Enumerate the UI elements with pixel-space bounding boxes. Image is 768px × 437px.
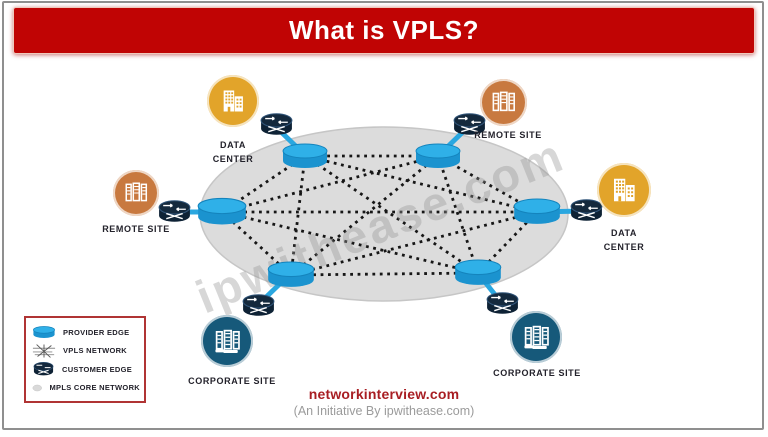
site-label: REMOTE SITE xyxy=(474,130,542,140)
provider-edge-node xyxy=(196,197,248,232)
provider-edge-node xyxy=(414,143,462,175)
customer-edge-node xyxy=(484,291,521,321)
site-label: CORPORATE SITE xyxy=(188,376,276,386)
server-rack-icon xyxy=(214,329,240,353)
provider-edge-icon xyxy=(454,259,502,285)
customer-edge-node xyxy=(568,198,605,228)
provider-edge-icon xyxy=(415,143,461,168)
customer-edge-node xyxy=(240,293,277,323)
site-label: REMOTE SITE xyxy=(102,224,170,234)
provider-edge-icon xyxy=(282,143,328,168)
customer-edge-icon xyxy=(242,294,275,316)
customer-edge-icon xyxy=(260,113,293,135)
legend-box: PROVIDER EDGE VPLS NETWORK CUSTOMER EDGE… xyxy=(24,316,146,403)
vpls-network-icon xyxy=(32,343,56,358)
site-label: DATA CENTER xyxy=(603,228,645,252)
site-label: CORPORATE SITE xyxy=(493,368,581,378)
provider-edge-icon xyxy=(33,325,55,338)
server-rack-icon xyxy=(523,325,549,349)
provider-edge-icon xyxy=(267,261,315,287)
customer-edge-node xyxy=(451,112,488,142)
provider-edge-node xyxy=(453,259,503,292)
legend-label: CUSTOMER EDGE xyxy=(62,364,133,374)
customer-edge-icon xyxy=(570,199,603,221)
site-label: DATA CENTER xyxy=(212,140,254,164)
site-corporate-site-right xyxy=(510,311,562,363)
mpls-core-network-icon xyxy=(32,384,42,391)
customer-edge-node xyxy=(258,112,295,142)
legend-item-customer-edge: CUSTOMER EDGE xyxy=(32,360,140,379)
customer-edge-icon xyxy=(158,200,191,222)
footer: networkinterview.com (An Initiative By i… xyxy=(214,386,554,418)
customer-edge-icon xyxy=(486,292,519,314)
site-corporate-site-left xyxy=(201,315,253,367)
legend-item-provider-edge: PROVIDER EDGE xyxy=(32,323,140,342)
provider-edge-icon xyxy=(197,197,247,225)
legend-label: VPLS NETWORK xyxy=(63,346,128,356)
legend-label: MPLS CORE NETWORK xyxy=(49,383,140,393)
building-icon xyxy=(614,178,635,202)
customer-edge-icon xyxy=(453,113,486,135)
legend-item-vpls-network: VPLS NETWORK xyxy=(32,342,140,361)
building-icon xyxy=(223,90,243,112)
provider-edge-node xyxy=(281,143,329,175)
site-data-center-top xyxy=(207,75,259,127)
server-rack-icon xyxy=(492,91,515,112)
provider-edge-icon xyxy=(513,198,561,224)
customer-edge-node xyxy=(156,199,193,229)
legend-item-mpls-core: MPLS CORE NETWORK xyxy=(32,379,140,398)
legend-label: PROVIDER EDGE xyxy=(63,327,130,337)
footer-site-name: networkinterview.com xyxy=(308,386,460,402)
page-title: What is VPLS? xyxy=(289,15,479,45)
site-remote-site-top xyxy=(480,79,527,126)
site-data-center-right xyxy=(597,163,651,217)
provider-edge-node xyxy=(512,198,562,231)
footer-tagline: (An Initiative By ipwithease.com) xyxy=(293,404,475,418)
site-remote-site-left xyxy=(113,170,159,216)
server-rack-icon xyxy=(125,182,148,202)
vpls-full-mesh-links xyxy=(221,154,539,277)
customer-edge-icon xyxy=(33,362,54,376)
title-banner: What is VPLS? xyxy=(13,7,755,54)
provider-edge-node xyxy=(266,261,316,294)
